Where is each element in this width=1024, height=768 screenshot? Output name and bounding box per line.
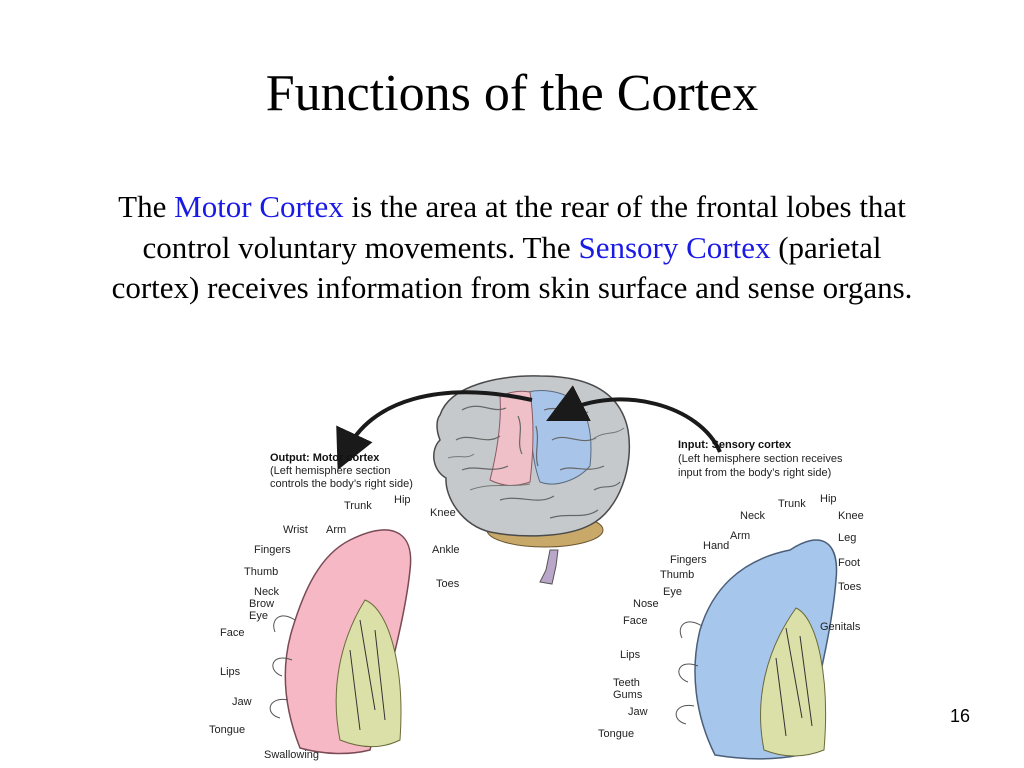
motor-label-tongue: Tongue (209, 724, 245, 736)
sensory-label-leg: Leg (838, 532, 856, 544)
sensory-label-knee: Knee (838, 510, 864, 522)
motor-cortex-section (269, 529, 412, 755)
sensory-label-thumb: Thumb (660, 569, 694, 581)
sensory-label-fingers: Fingers (670, 554, 707, 566)
motor-label-hip: Hip (394, 494, 411, 506)
motor-label-toes: Toes (436, 578, 460, 590)
sensory-label-hand: Hand (703, 540, 729, 552)
motor-label-wrist: Wrist (283, 524, 308, 536)
body-text-part: is the area at the rear of the frontal l… (142, 189, 906, 265)
sensory-label-genitals: Genitals (820, 621, 861, 633)
sensory-label-neck: Neck (740, 510, 766, 522)
sensory-label-lips: Lips (620, 649, 641, 661)
sensory-label-eye: Eye (663, 586, 682, 598)
slide-title: Functions of the Cortex (265, 65, 759, 122)
sensory-cortex-subtitle-line1: (Left hemisphere section receives (678, 453, 843, 465)
body-text-part: The (118, 189, 175, 224)
sensory-arrow (546, 385, 722, 453)
sensory-label-hip: Hip (820, 493, 837, 505)
sensory-label-face: Face (623, 615, 647, 627)
sensory-label-tongue: Tongue (598, 728, 634, 740)
sensory-cortex-section (675, 539, 838, 760)
motor-label-jaw: Jaw (232, 696, 252, 708)
motor-label-fingers: Fingers (254, 544, 291, 556)
sensory-label-foot: Foot (838, 557, 860, 569)
sensory-label-teeth: Teeth (613, 677, 640, 689)
motor-cortex-subtitle-line2: controls the body’s right side) (270, 478, 413, 490)
motor-label-swallowing: Swallowing (264, 749, 319, 761)
motor-label-face: Face (220, 627, 244, 639)
sensory-label-nose: Nose (633, 598, 659, 610)
motor-arrow (336, 390, 533, 471)
motor-cortex-header: Output: Motor cortex (270, 452, 380, 464)
motor-cortex-term: Motor Cortex (174, 189, 344, 224)
motor-label-arm: Arm (326, 524, 346, 536)
body-text-part: (parietal cortex) receives information f… (111, 229, 913, 306)
sensory-label-arm: Arm (730, 530, 750, 542)
sensory-cortex-header: Input: Sensory cortex (678, 439, 792, 451)
brain-illustration (433, 375, 631, 585)
motor-label-neck: Neck (254, 586, 280, 598)
sensory-cortex-term: Sensory Cortex (578, 229, 771, 265)
motor-label-trunk: Trunk (344, 500, 372, 512)
motor-label-ankle: Ankle (432, 544, 460, 556)
sensory-cortex-subtitle-line2: input from the body’s right side) (678, 467, 831, 479)
motor-label-eye: Eye (249, 610, 268, 622)
sensory-label-trunk: Trunk (778, 498, 806, 510)
motor-label-knee: Knee (430, 507, 456, 519)
motor-label-thumb: Thumb (244, 566, 278, 578)
sensory-label-toes: Toes (838, 581, 862, 593)
motor-label-lips: Lips (220, 666, 241, 678)
motor-cortex-subtitle-line1: (Left hemisphere section (270, 465, 390, 477)
motor-label-brow: Brow (249, 598, 274, 610)
cortex-illustration: Output: Motor cortex (Left hemisphere se… (209, 375, 864, 761)
sensory-label-gums: Gums (613, 689, 643, 701)
sensory-label-jaw: Jaw (628, 706, 648, 718)
slide-body-text: The Motor Cortex is the area at the rear… (96, 187, 928, 309)
page-number: 16 (949, 706, 970, 726)
cortex-figure: Output: Motor cortex (Left hemisphere se… (200, 370, 880, 768)
